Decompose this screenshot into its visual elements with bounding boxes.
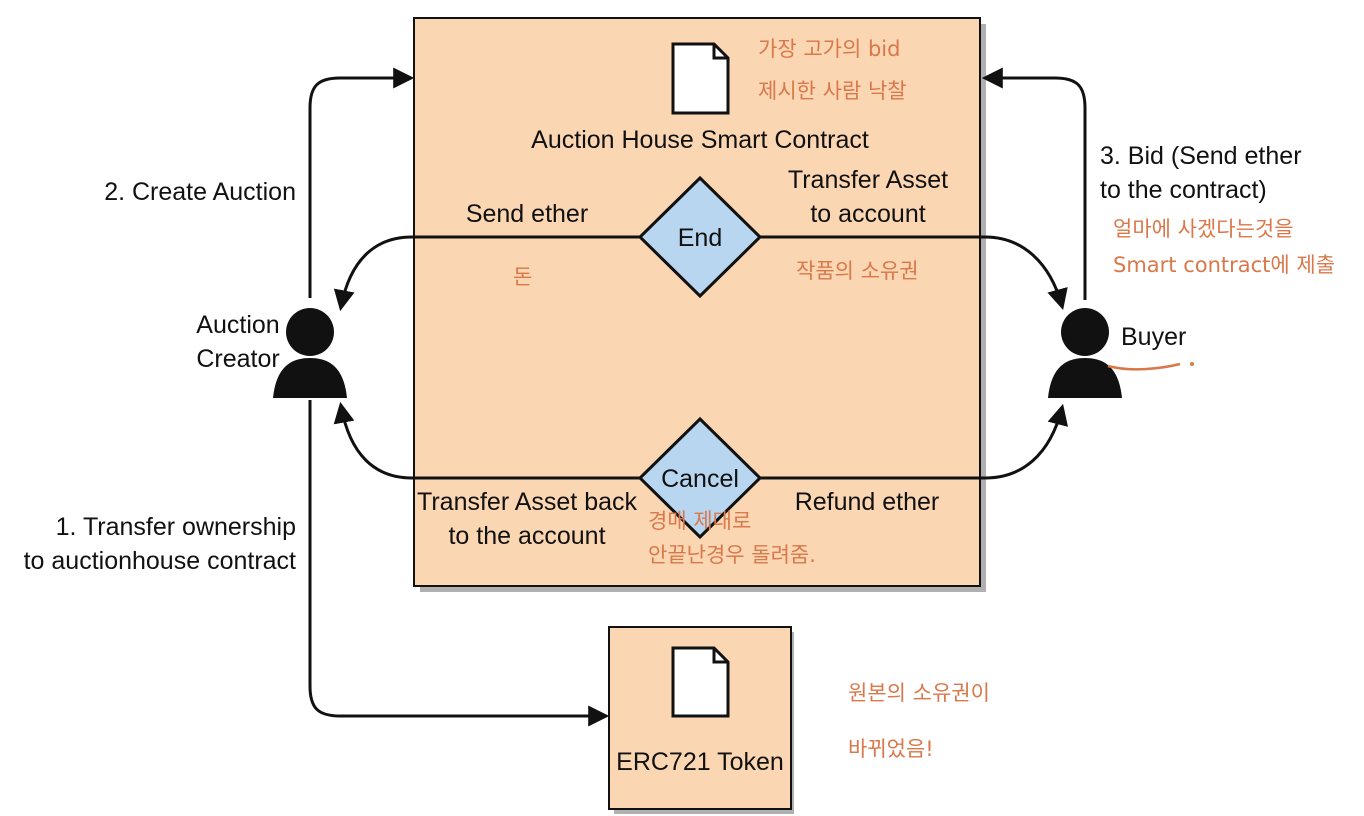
buyer-underline-mark [1107,362,1181,371]
end-diamond: End [637,175,763,299]
bid-arrow [981,67,1087,300]
contract-title: Auction House Smart Contract [531,126,869,154]
buyer-dot-mark [1190,362,1194,366]
create-auction-arrow [308,67,415,298]
cancel-diamond: Cancel [637,416,763,540]
handwritten-note-money: 돈 [513,265,532,289]
send-ether-label: Send ether [466,200,588,228]
end-flow-lines [333,235,1068,312]
buyer-person-icon [1048,308,1122,398]
end-label: End [678,224,722,252]
cancel-label: Cancel [661,465,739,493]
auction-creator-person-icon [273,308,347,398]
refund-ether-label: Refund ether [795,488,940,516]
erc721-token-box [608,626,794,814]
buyer-label: Buyer [1121,323,1186,351]
cancel-flow-lines [333,401,1069,480]
create-auction-label: 2. Create Auction [104,178,296,206]
token-document-icon [671,646,730,718]
document-icon [671,42,730,115]
handwritten-note-ownership: 작품의 소유권 [796,259,919,283]
token-title: ERC721 Token [616,748,784,776]
transfer-ownership-arrow [308,400,610,727]
